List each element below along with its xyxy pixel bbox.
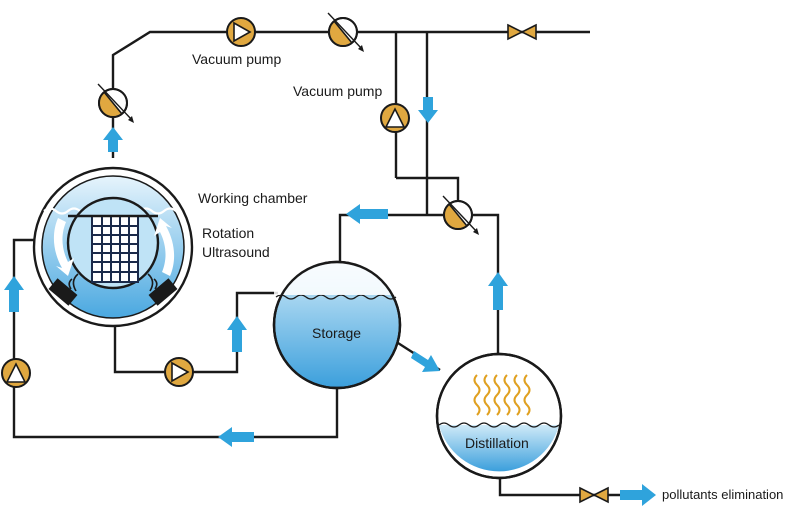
working-chamber <box>32 166 194 328</box>
rotation-arrow-left <box>53 218 74 276</box>
flow-arrow-left-storage-top <box>346 204 388 224</box>
flow-arrow-up-left-1 <box>4 276 24 312</box>
ultrasound-transducer-left <box>48 273 79 306</box>
pump-top <box>226 17 256 47</box>
flow-arrows <box>4 97 656 506</box>
label-ultrasound: Ultrasound <box>202 244 270 260</box>
label-vacuum-pump-top: Vacuum pump <box>192 51 281 67</box>
flow-arrow-down-mid <box>418 97 438 123</box>
pump-mid <box>380 103 410 133</box>
label-working-chamber: Working chamber <box>198 190 308 206</box>
distillation-tank <box>435 352 563 480</box>
control-valve-chamber <box>97 83 134 123</box>
label-distillation: Distillation <box>465 435 529 451</box>
label-vacuum-pump-mid: Vacuum pump <box>293 83 382 99</box>
label-pollutants-elimination: pollutants elimination <box>662 487 783 502</box>
ultrasound-transducer-right <box>147 273 178 306</box>
basket-grid <box>68 214 158 283</box>
pump-left <box>1 358 31 388</box>
gate-valve-bottom <box>579 486 609 504</box>
control-valve-top <box>327 12 364 52</box>
flow-arrow-up-distillation <box>488 272 508 310</box>
flow-arrow-pollutants <box>620 484 656 506</box>
flow-arrow-storage-to-distillation <box>411 351 440 372</box>
gate-valve-top <box>507 23 537 41</box>
label-storage: Storage <box>312 325 361 341</box>
pump-bottom <box>164 357 194 387</box>
storage-tank <box>272 260 402 390</box>
label-rotation: Rotation <box>202 225 254 241</box>
vapor-lines <box>473 374 531 416</box>
flow-arrow-up-chamber <box>103 127 123 152</box>
flow-arrow-left-bottom <box>218 427 254 447</box>
flow-arrow-up-storage-left <box>227 316 247 352</box>
control-valve-mid <box>442 195 479 235</box>
rotation-arrow-right <box>154 218 175 276</box>
